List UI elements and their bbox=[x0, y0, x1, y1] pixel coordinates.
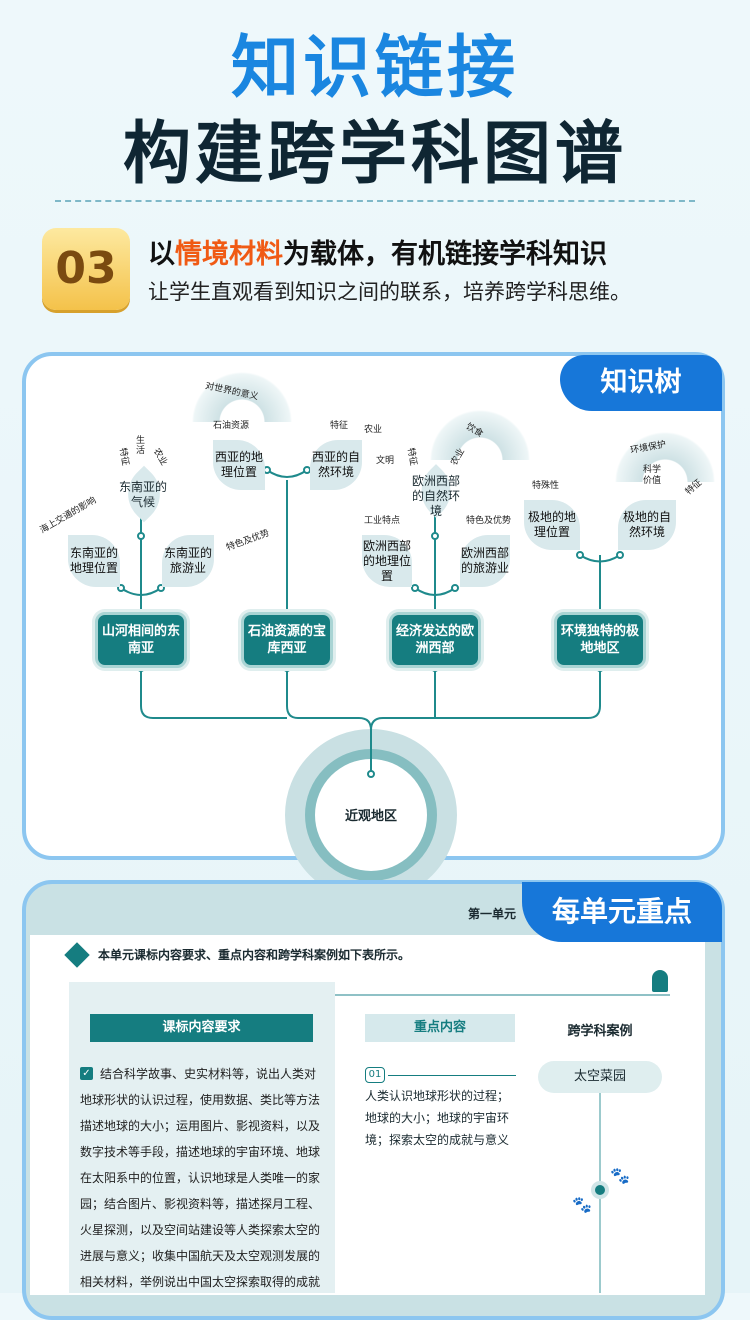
text-line: 数字技术等手段，描述地球的宇宙环境、地球 bbox=[80, 1145, 321, 1159]
label: 石油资源 bbox=[213, 421, 250, 431]
fan-decoration bbox=[430, 410, 530, 460]
label: 文明 bbox=[376, 456, 395, 466]
text-line: 境；探索太空的成就与意义 bbox=[365, 1133, 510, 1147]
table-rule bbox=[335, 994, 670, 996]
key-content: 人类认识地球形状的过程； 地球的大小；地球的宇宙环 境；探索太空的成就与意义 bbox=[365, 1085, 509, 1151]
text-line: 结合科学故事、史实材料等，说出人类对 bbox=[100, 1067, 317, 1081]
branch-western-europe: 经济发达的欧洲西部 bbox=[389, 612, 481, 668]
branch-southeast-asia: 山河相间的东南亚 bbox=[95, 612, 187, 668]
col-key-header: 重点内容 bbox=[365, 1014, 515, 1042]
leaf: 欧洲西部的自然环境 bbox=[411, 474, 460, 518]
col-case-header: 跨学科案例 bbox=[567, 1024, 633, 1039]
text-line: 描述地球的大小；运用图片、影视资料，以及 bbox=[80, 1119, 321, 1133]
tree-connectors bbox=[117, 466, 624, 901]
tree-root: 近观地区 bbox=[344, 809, 397, 824]
feature-headline: 以情境材料为载体，有机链接学科知识 bbox=[148, 232, 607, 271]
headline-post: 为载体，有机链接学科知识 bbox=[283, 239, 607, 270]
leaf: 极地的自然环境 bbox=[618, 500, 676, 550]
leaf: 欧洲西部的地理位置 bbox=[362, 535, 412, 587]
label: 农业 bbox=[364, 425, 383, 435]
label: 特色及优势 bbox=[466, 516, 512, 526]
unit-intro: 本单元课标内容要求、重点内容和跨学科案例如下表所示。 bbox=[98, 948, 411, 962]
text-line: 地球形状的认识过程，使用数据、类比等方法 bbox=[80, 1093, 321, 1107]
case-pill: 太空菜园 bbox=[538, 1061, 662, 1093]
title-sub: 构建跨学科图谱 bbox=[122, 115, 627, 194]
student-icon bbox=[652, 970, 668, 992]
text-line: 园；结合图片、影视资料等，描述探月工程、 bbox=[80, 1197, 321, 1211]
fan-decoration bbox=[192, 372, 292, 422]
leaf: 东南亚的气候 bbox=[118, 480, 167, 509]
label: 工业特点 bbox=[364, 516, 401, 526]
unit-tag: 每单元重点 bbox=[522, 882, 722, 942]
divider bbox=[55, 200, 695, 202]
leaf: 东南亚的旅游业 bbox=[162, 535, 214, 587]
text-line: 地球的大小；地球的宇宙环 bbox=[365, 1111, 510, 1125]
feature-subtitle: 让学生直观看到知识之间的联系，培养跨学科思维。 bbox=[148, 280, 631, 304]
check-icon: ✓ bbox=[80, 1067, 93, 1080]
paw-icon: 🐾 bbox=[610, 1166, 630, 1185]
key-rule bbox=[388, 1075, 516, 1076]
label: 特征 bbox=[330, 421, 349, 431]
text-line: 在太阳系中的位置，认识地球是人类唯一的家 bbox=[80, 1171, 321, 1185]
label: 特殊性 bbox=[532, 481, 560, 491]
title-main: 知识链接 bbox=[230, 29, 519, 108]
feature-number-badge: 03 bbox=[42, 228, 130, 310]
leaf: 西亚的自然环境 bbox=[310, 440, 362, 490]
label: 科学价值 bbox=[642, 465, 661, 486]
branch-west-asia: 石油资源的宝库西亚 bbox=[241, 612, 333, 668]
leaf: 东南亚的地理位置 bbox=[68, 535, 120, 587]
fan-decoration bbox=[615, 432, 715, 482]
paw-icon: 🐾 bbox=[572, 1195, 592, 1214]
col-requirements-header: 课标内容要求 bbox=[90, 1014, 313, 1042]
unit-label: 第一单元 bbox=[468, 907, 517, 921]
text-line: 相关材料，举例说出中国太空探索取得的成就 bbox=[80, 1275, 321, 1289]
text-line: 进展与意义；收集中国航天及太空观测发展的 bbox=[80, 1249, 321, 1263]
headline-highlight: 情境材料 bbox=[175, 239, 283, 270]
leaf: 极地的地理位置 bbox=[524, 500, 580, 550]
requirements-text: 结合科学故事、史实材料等，说出人类对 地球形状的认识过程，使用数据、类比等方法 … bbox=[80, 1061, 340, 1295]
label: 生活 bbox=[136, 436, 146, 456]
text-line: 火星探测，以及空间站建设等人类探索太空的 bbox=[80, 1223, 321, 1237]
leaf: 西亚的地理位置 bbox=[213, 440, 265, 490]
text-line: 人类认识地球形状的过程； bbox=[365, 1089, 510, 1103]
branch-polar: 环境独特的极地地区 bbox=[554, 612, 646, 668]
headline-pre: 以 bbox=[148, 239, 175, 270]
leaf: 欧洲西部的旅游业 bbox=[460, 535, 510, 587]
case-node bbox=[591, 1181, 609, 1199]
knowledge-tree-tag: 知识树 bbox=[560, 355, 722, 411]
key-number: 01 bbox=[365, 1067, 385, 1083]
